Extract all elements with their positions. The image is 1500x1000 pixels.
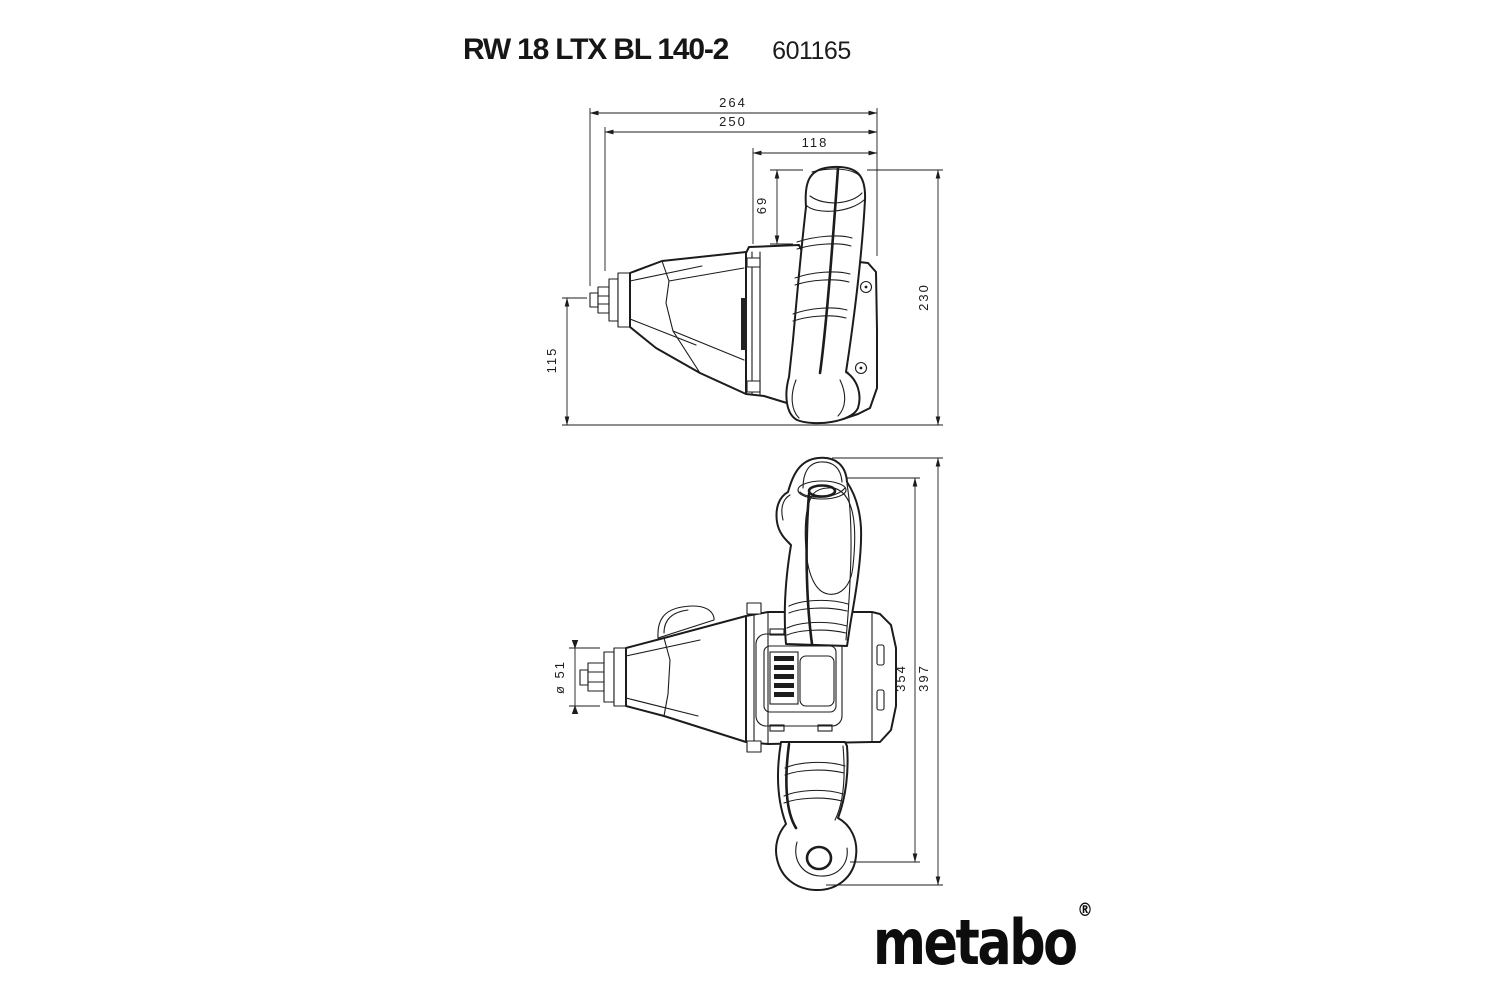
registered-trademark-icon: ® [1077, 899, 1093, 922]
top-gearbox [625, 605, 747, 743]
header: RW 18 LTX BL 140-2 601165 [463, 33, 851, 67]
dim-overall-length: 264 [719, 95, 747, 110]
side-gearbox [629, 251, 747, 395]
article-number: 601165 [772, 37, 851, 65]
top-view-dimensions: ø 51 354 397 [552, 457, 943, 886]
brand-logo-text: metabo [873, 906, 1078, 979]
top-view: ø 51 354 397 [552, 456, 943, 892]
dim-overall-span: 397 [916, 664, 931, 692]
side-vent-slot [741, 298, 747, 350]
page-title: RW 18 LTX BL 140-2 [463, 33, 729, 66]
side-view: 264 250 118 69 230 115 [544, 95, 943, 426]
top-upper-handle [775, 456, 863, 647]
dim-length-to-collar: 250 [719, 114, 747, 129]
side-view-dimensions: 264 250 118 69 230 115 [544, 95, 943, 426]
dim-handle-rise: 69 [754, 196, 769, 214]
dim-axis-to-base: 115 [544, 347, 559, 374]
dim-head-to-rear: 118 [802, 135, 829, 150]
top-body [745, 602, 897, 753]
side-spindle [589, 272, 631, 328]
top-lower-handle [775, 741, 858, 892]
side-handle [785, 165, 867, 425]
dim-overall-height: 230 [916, 283, 931, 311]
top-spindle [579, 647, 627, 707]
brand-logo: metabo® [873, 901, 1093, 974]
dim-collar-diameter: ø 51 [552, 660, 567, 694]
top-battery-interface [755, 628, 843, 732]
dim-inner-span: 354 [893, 664, 908, 692]
